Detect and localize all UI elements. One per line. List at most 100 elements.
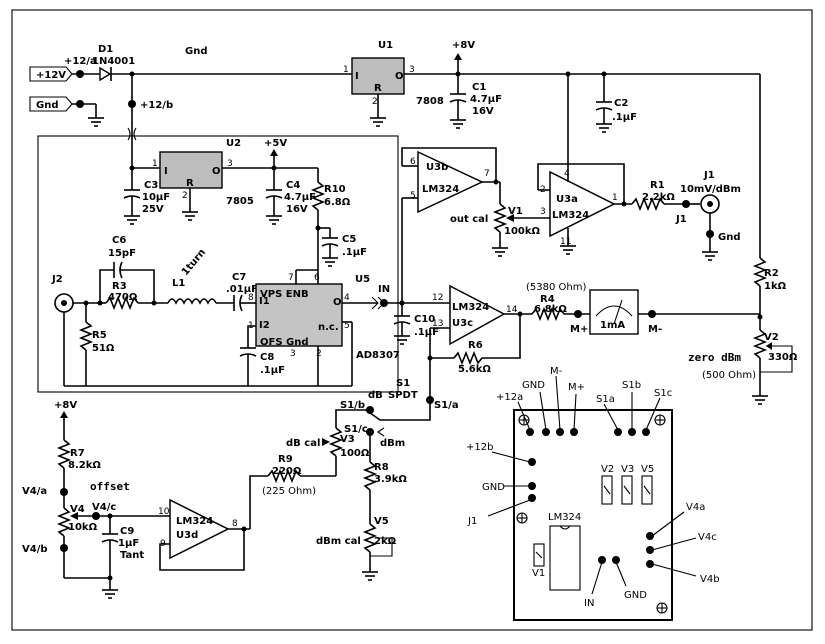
resistor-r2 [752,257,768,287]
v4-label: V4 [70,504,85,515]
r5-label: R5 [92,330,107,341]
c3-label: C3 [144,180,158,191]
zero-dbm-label: zero dBm [688,351,741,364]
c10-label: C10 [414,314,435,325]
u5-part-label: AD8307 [356,350,400,361]
shield-enclosure [37,135,399,393]
svg-text:O: O [395,71,404,82]
c9-label: C9 [120,526,134,537]
r4-label: R4 [540,294,555,305]
svg-text:S1/a: S1/a [434,400,459,411]
svg-text:6: 6 [410,157,416,167]
j1-spec-label: 10mV/dBm [680,184,741,195]
svg-text:LM324: LM324 [548,512,581,523]
resistor-r8 [362,461,378,491]
pcb-outline [513,409,673,621]
svg-text:O: O [333,297,342,308]
r3-label: R3 [112,281,127,292]
svg-text:+12b: +12b [466,442,493,453]
svg-text:J1: J1 [467,516,477,527]
svg-text:2.2kΩ: 2.2kΩ [642,192,675,203]
r8-label: R8 [374,462,389,473]
svg-text:J1: J1 [675,214,687,225]
potentiometer-v4 [56,507,72,537]
d1-label: D1 [98,44,113,55]
opamp-u3c [449,284,506,346]
opamp-u3a [549,170,616,238]
log-amp-u5 [255,283,343,347]
gnd-connector: Gnd [29,96,73,112]
v3-label: V3 [340,434,355,445]
svg-text:GND: GND [522,380,545,391]
svg-text:7: 7 [288,273,294,283]
svg-text:M+: M+ [568,382,585,393]
pcb-layout: +12a GND M- M+ S1a S1b S1c +12b GND J1 V… [466,366,720,621]
r9-label: R9 [278,454,293,465]
u3b-label: U3b [426,162,448,173]
svg-text:I: I [355,71,359,82]
svg-text:SPDT: SPDT [388,390,418,401]
db-label: dB [368,390,383,401]
svg-text:15pF: 15pF [108,248,136,259]
plus12v-connector: +12V [29,66,73,82]
gnd-top-label: Gnd [185,46,208,57]
svg-text:25V: 25V [142,204,164,215]
j1-label: J1 [703,170,715,181]
svg-text:M+: M+ [570,324,588,335]
node-plus12a [76,70,84,78]
svg-text:1: 1 [612,193,618,203]
svg-text:4: 4 [564,169,570,179]
svg-text:V4a: V4a [686,502,705,513]
svg-text:+12a: +12a [496,392,523,403]
c8-label: C8 [260,352,274,363]
u3c-label: U3c [452,318,473,329]
svg-text:100kΩ: 100kΩ [504,226,541,237]
svg-text:2: 2 [316,349,322,359]
feedthrough-crossing [127,127,137,141]
node-gnd-in [76,100,84,108]
svg-text:R: R [374,83,382,94]
u3c-part-label: LM324 [452,302,489,313]
svg-text:.1µF: .1µF [414,327,439,338]
svg-text:.1µF: .1µF [260,365,285,376]
svg-text:6.8Ω: 6.8Ω [324,197,351,208]
ground-symbol-input [88,117,104,127]
svg-text:GND: GND [482,482,505,493]
svg-text:13: 13 [432,319,443,329]
potentiometer-v3 [328,427,344,457]
u1-label: U1 [378,40,393,51]
svg-text:10kΩ: 10kΩ [68,522,98,533]
svg-text:51Ω: 51Ω [92,343,115,354]
gnd-input-label: Gnd [36,100,59,111]
svg-text:IN: IN [584,598,594,609]
node-plus12b-label: +12/b [140,100,173,111]
svg-text:100Ω: 100Ω [340,448,370,459]
svg-text:16V: 16V [286,204,308,215]
c5-label: C5 [342,234,356,245]
r7-label: R7 [70,448,85,459]
dbm-cal-label: dBm cal [316,536,361,547]
r2-label: R2 [764,268,779,279]
u3d-part-label: LM324 [176,516,213,527]
svg-text:LM324: LM324 [552,210,589,221]
svg-text:220Ω: 220Ω [272,466,302,477]
plus5v-label: +5V [264,138,287,149]
svg-text:8: 8 [248,293,254,303]
svg-text:V1: V1 [532,568,545,579]
svg-text:M-: M- [648,324,662,335]
diode-d1 [99,66,112,82]
svg-text:2: 2 [182,191,188,201]
potentiometer-v5 [362,523,378,553]
svg-text:V4b: V4b [700,574,720,585]
svg-text:3.9kΩ: 3.9kΩ [374,474,407,485]
svg-text:I2: I2 [259,320,270,331]
resistor-r6 [453,350,483,366]
plus12v-label: +12V [36,70,66,81]
node-v4a [60,488,68,496]
v1-label: V1 [508,206,523,217]
page-frame [11,9,813,631]
svg-text:S1c: S1c [654,388,672,399]
svg-text:16V: 16V [472,106,494,117]
panel-meter-1ma [589,289,639,335]
node-v4b [60,544,68,552]
